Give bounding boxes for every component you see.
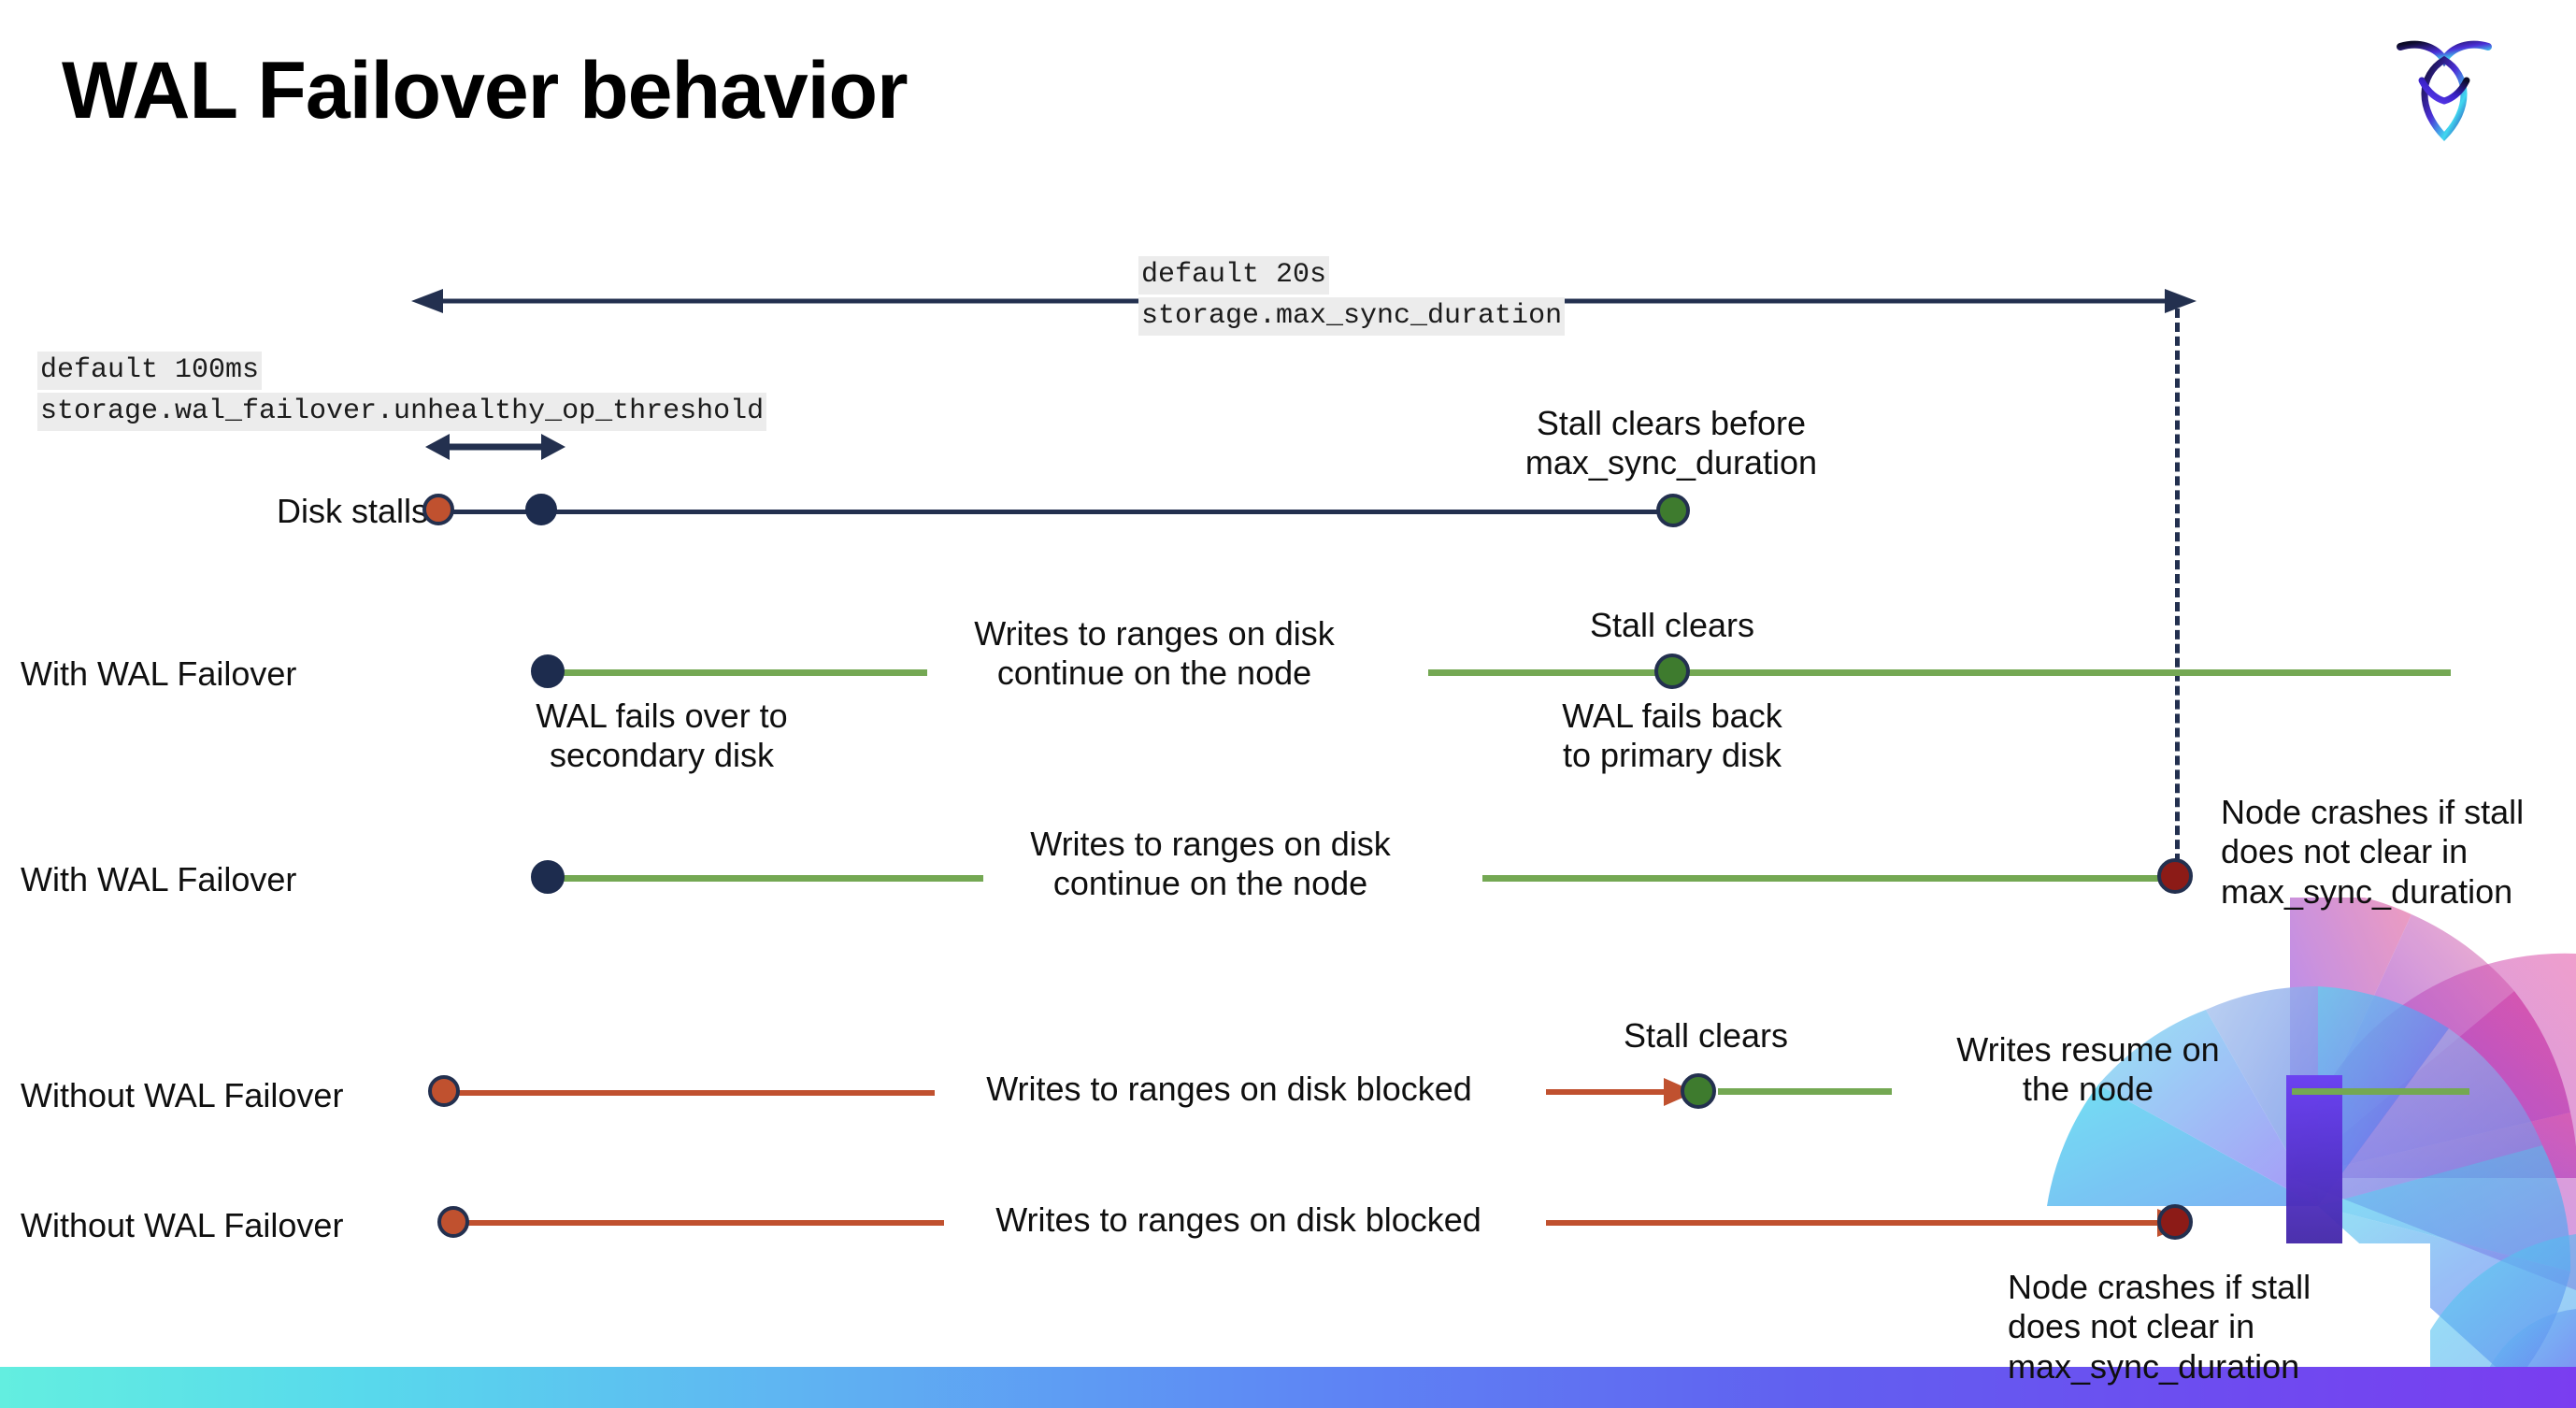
row-label-with-wal-failover-2: With WAL Failover: [21, 860, 297, 898]
callout-writes-blocked-2: Writes to ranges on disk blocked: [995, 1200, 1481, 1239]
callout-writes-resume: Writes resume on the node: [1956, 1030, 2220, 1109]
callout-stall-clears-before: Stall clears before max_sync_duration: [1524, 404, 1818, 482]
row-label-without-wal-failover-1: Without WAL Failover: [21, 1076, 344, 1114]
unhealthy-op-threshold-setting: storage.wal_failover.unhealthy_op_thresh…: [37, 393, 767, 431]
callout-node-crashes-2: Node crashes if stall does not clear in …: [2008, 1268, 2311, 1386]
without-failover-1-start-marker: [428, 1075, 460, 1107]
callout-node-crashes-1: Node crashes if stall does not clear in …: [2221, 793, 2525, 911]
disk-stalls-failover-marker: [525, 494, 557, 525]
row-label-with-wal-failover-1: With WAL Failover: [21, 654, 297, 693]
callout-writes-blocked-1: Writes to ranges on disk blocked: [986, 1070, 1472, 1108]
callout-stall-clears-1: Stall clears: [1589, 606, 1755, 644]
without-failover-1-segment-a: [456, 1090, 935, 1096]
with-failover-2-segment-b: [1482, 875, 2183, 882]
with-failover-1-start-marker: [531, 654, 565, 688]
without-failover-1-clear-marker: [1681, 1073, 1716, 1109]
cockroachdb-logo-icon: [2393, 32, 2496, 142]
without-failover-2-start-marker: [437, 1206, 469, 1238]
with-failover-2-crash-marker: [2157, 858, 2193, 894]
disk-stalls-start-marker: [422, 494, 454, 525]
callout-wal-fails-back: WAL fails back to primary disk: [1562, 697, 1782, 775]
page-title: WAL Failover behavior: [62, 46, 909, 136]
max-sync-duration-setting: storage.max_sync_duration: [1138, 297, 1566, 336]
with-failover-2-segment-a: [553, 875, 983, 882]
without-failover-1-resume-segment: [1718, 1088, 1892, 1095]
without-failover-2-blocked-arrow: [1546, 1209, 2191, 1237]
row-label-without-wal-failover-2: Without WAL Failover: [21, 1206, 344, 1244]
without-failover-2-crash-marker: [2157, 1204, 2193, 1240]
with-failover-2-start-marker: [531, 860, 565, 894]
with-failover-1-segment-a: [553, 669, 927, 676]
without-failover-1-blocked-arrow: [1546, 1078, 1696, 1106]
callout-stall-clears-2: Stall clears: [1623, 1016, 1789, 1055]
callout-wal-fails-over: WAL fails over to secondary disk: [536, 697, 788, 775]
row-label-disk-stalls: Disk stalls: [276, 492, 428, 530]
bottom-gradient-bar: [0, 1367, 2576, 1408]
without-failover-1-resume-segment-b: [2292, 1088, 2469, 1095]
unhealthy-op-threshold-default: default 100ms: [37, 352, 263, 390]
disk-stalls-clear-marker: [1656, 494, 1690, 527]
max-sync-duration-dropline: [2175, 309, 2180, 877]
max-sync-duration-default: default 20s: [1138, 256, 1330, 295]
without-failover-2-segment-a: [465, 1220, 944, 1226]
unhealthy-op-threshold-span-arrow: [425, 434, 565, 460]
disk-stalls-timeline: [441, 510, 1675, 514]
with-failover-1-segment-b: [1428, 669, 2451, 676]
callout-writes-continue-2: Writes to ranges on disk continue on the…: [1030, 825, 1391, 903]
callout-writes-continue-1: Writes to ranges on disk continue on the…: [974, 614, 1335, 693]
with-failover-1-clear-marker: [1654, 654, 1690, 689]
